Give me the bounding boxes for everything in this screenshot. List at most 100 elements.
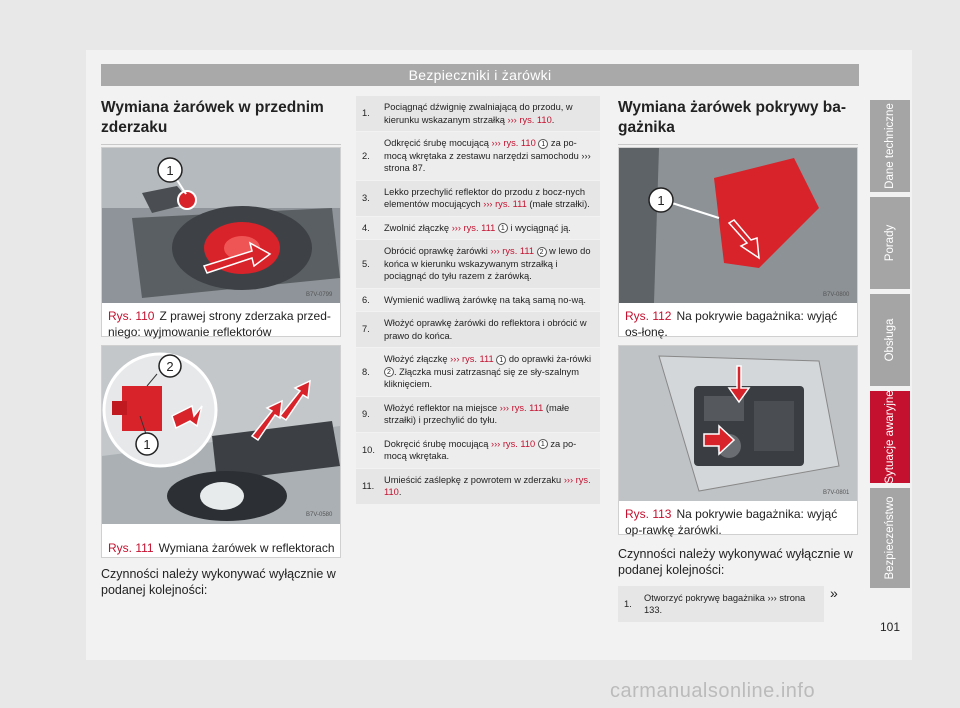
step-text: Pociągnąć dźwignię zwalniającą do przodu… xyxy=(384,101,594,126)
figure-number: Rys. 113 xyxy=(625,507,672,521)
figure-code: B7V-0580 xyxy=(306,512,333,518)
bulb-replacement-illustration: 2 1 xyxy=(102,346,340,524)
tab-porady[interactable]: Porady xyxy=(870,197,910,289)
figure-reference-link[interactable]: ››› rys. 111 xyxy=(483,199,527,209)
step-row: 8. Włożyć złączkę ››› rys. 111 1 do opraw… xyxy=(356,348,600,396)
step-text-part: (małe strzałki) i przechylić do tyłu. xyxy=(384,402,570,426)
tab-obsluga[interactable]: Obsługa xyxy=(870,294,910,386)
step-row: 2. Odkręcić śrubę mocującą ››› rys. 110 1… xyxy=(356,132,600,180)
step-row: 9.Włożyć reflektor na miejsce ››› rys. 1… xyxy=(356,396,600,432)
figure-reference-link[interactable]: ››› rys. 111 xyxy=(451,222,496,233)
figure-code: B7V-0799 xyxy=(306,292,333,298)
figure-reference-link[interactable]: ››› rys. 111 xyxy=(499,402,544,413)
left-heading: Wymiana żarówek w przednim zderzaku xyxy=(101,98,341,145)
step-text: Włożyć złączkę ››› rys. 111 1 do oprawki… xyxy=(384,353,594,391)
step-row: 6. Wymienić wadliwą żarówkę na taką samą … xyxy=(356,288,600,311)
tab-label: Porady xyxy=(884,224,896,262)
tab-dane-techniczne[interactable]: Dane techniczne xyxy=(870,100,910,192)
step-number: 4. xyxy=(362,222,370,233)
tab-sytuacje-awaryjne[interactable]: Sytuacje awaryjne xyxy=(870,390,910,484)
step-row: 5. Obrócić oprawkę żarówki ››› rys. 111 2… xyxy=(356,240,600,288)
right-heading: Wymiana żarówek pokrywy ba-gażnika xyxy=(618,98,858,145)
step-number: 8. xyxy=(362,366,370,377)
step-text-part: Wymienić wadliwą żarówkę na taką samą no… xyxy=(384,294,586,305)
step-text-part: . xyxy=(398,487,402,497)
step-text-part: (małe strzałki). xyxy=(526,199,590,209)
step-text-part: Obrócić oprawkę żarówki xyxy=(384,246,491,256)
step-text: Otworzyć pokrywę bagażnika ››› strona 13… xyxy=(644,593,806,615)
figure-reference-link[interactable]: ››› rys. 110 xyxy=(490,438,536,449)
left-intro-text: Czynności należy wykonywać wyłącznie w p… xyxy=(101,567,336,597)
step-row: 10. Dokręcić śrubę mocującą ››› rys. 110 … xyxy=(356,432,600,468)
step-number: 1. xyxy=(624,599,632,609)
figure-reference-link[interactable]: ››› rys. 111 xyxy=(490,246,534,256)
step-number: 7. xyxy=(362,324,370,335)
tab-label: Bezpieczeństwo xyxy=(884,496,896,580)
figure-code: B7V-0801 xyxy=(823,490,850,496)
tab-label: Dane techniczne xyxy=(884,103,896,189)
step-text-part: . Złączka musi zatrzasnąć się ze sły-sza… xyxy=(384,366,579,390)
step-text: Zwolnić złączkę ››› rys. 111 1 i wyciągn… xyxy=(384,222,594,235)
figure-caption-text: Na pokrywie bagażnika: wyjąć os-łonę. xyxy=(625,309,838,339)
step-number: 10. xyxy=(362,444,375,455)
step-number: 1. xyxy=(362,108,370,119)
step-text-part: Zwolnić złączkę xyxy=(384,222,452,233)
step-text-part: Lekko przechylić reflektor do przodu z b… xyxy=(384,186,586,210)
step-text: Umieścić zaślepkę z powrotem w zderzaku … xyxy=(384,474,594,499)
step-row: 3. Lekko przechylić reflektor do przodu z… xyxy=(356,180,600,216)
callout-number: 1 xyxy=(496,354,507,365)
figure-caption-text: Na pokrywie bagażnika: wyjąć op-rawkę ża… xyxy=(625,507,838,537)
step-number: 3. xyxy=(362,192,370,203)
steps-list: 1.Pociągnąć dźwignię zwalniającą do przo… xyxy=(356,96,600,505)
step-text-part: Włożyć oprawkę żarówki do reflektora i o… xyxy=(384,318,587,341)
continued-icon: » xyxy=(830,585,838,601)
step-text-part: i wyciągnąć ją. xyxy=(507,222,571,233)
callout-2: 2 xyxy=(166,359,173,374)
callout-1: 1 xyxy=(166,163,173,178)
figure-caption-text: Wymiana żarówek w reflektorach xyxy=(158,541,335,555)
figure-reference-link[interactable]: ››› rys. 110 xyxy=(491,138,536,148)
figure-reference-link[interactable]: ››› rys. 110 xyxy=(384,474,591,498)
step-number: 6. xyxy=(362,294,370,305)
step-number: 5. xyxy=(362,258,370,269)
right-intro-text: Czynności należy wykonywać wyłącznie w p… xyxy=(618,547,853,577)
step-text-part: za po-mocą wkrętaka. xyxy=(384,438,577,462)
figure-code: B7V-0800 xyxy=(823,292,850,298)
step-text-part: Włożyć złączkę xyxy=(384,354,451,364)
step-text: Lekko przechylić reflektor do przodu z b… xyxy=(384,186,594,211)
fog-light-removal-illustration: 1 xyxy=(102,148,340,303)
figure-reference-link[interactable]: ››› rys. 110 xyxy=(507,114,552,125)
figure-caption-text: Z prawej strony zderzaka przed-niego: wy… xyxy=(108,309,331,339)
step-text-part: Dokręcić śrubę mocującą xyxy=(384,438,491,449)
step-text-part: . xyxy=(551,114,555,125)
step-text: Włożyć reflektor na miejsce ››› rys. 111… xyxy=(384,402,594,427)
tab-bezpieczenstwo[interactable]: Bezpieczeństwo xyxy=(870,488,910,588)
step-text-part: za po-mocą wkrętaka z zestawu narzędzi s… xyxy=(384,138,591,173)
tab-label: Sytuacje awaryjne xyxy=(884,390,896,484)
tab-label: Obsługa xyxy=(884,318,896,362)
page-number: 101 xyxy=(880,620,901,634)
callout-1: 1 xyxy=(657,193,664,208)
step-text-part: w lewo do końca w kierunku wskazywanym s… xyxy=(384,246,591,281)
callout-number: 2 xyxy=(384,367,394,378)
figure-number: Rys. 110 xyxy=(108,309,155,323)
step-text: Odkręcić śrubę mocującą ››› rys. 110 1 z… xyxy=(384,137,594,175)
step-text-part: Pociągnąć dźwignię zwalniającą do przodu… xyxy=(384,102,573,125)
step-row: 7. Włożyć oprawkę żarówki do reflektora i… xyxy=(356,312,600,347)
right-heading-block: Wymiana żarówek pokrywy ba-gażnika xyxy=(618,98,858,145)
step-text: Włożyć oprawkę żarówki do reflektora i o… xyxy=(384,317,594,342)
callout-number: 1 xyxy=(537,439,548,450)
section-header: Bezpieczniki i żarówki xyxy=(101,64,859,86)
left-heading-block: Wymiana żarówek w przednim zderzaku xyxy=(101,98,341,145)
step-number: 2. xyxy=(362,150,370,161)
step-text: Dokręcić śrubę mocującą ››› rys. 110 1 z… xyxy=(384,438,594,463)
figure-reference-link[interactable]: ››› rys. 111 xyxy=(450,354,494,364)
callout-number: 1 xyxy=(497,223,508,234)
step-text: Obrócić oprawkę żarówki ››› rys. 111 2 w… xyxy=(384,245,594,283)
